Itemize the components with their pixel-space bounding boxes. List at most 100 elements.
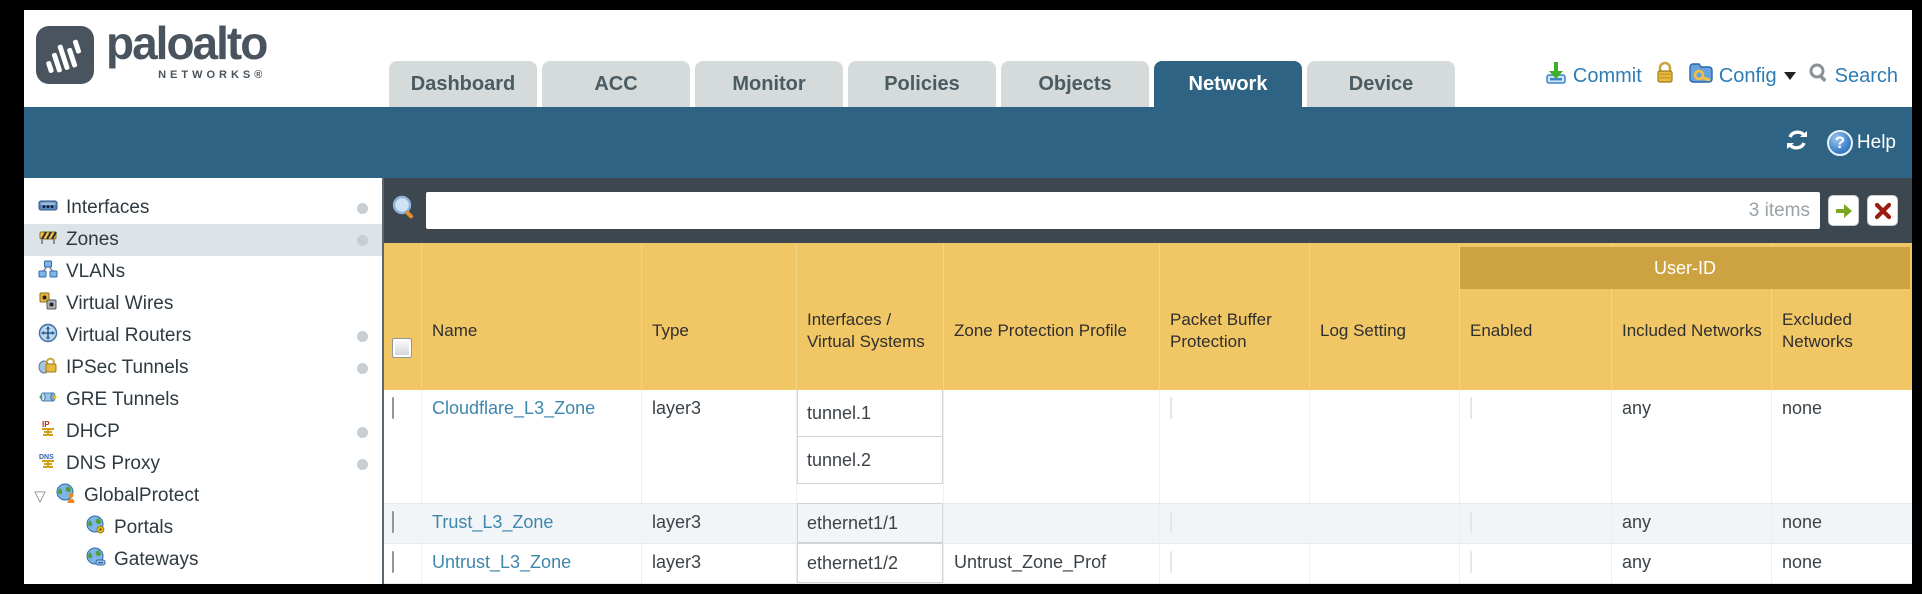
sidebar-item-vlans[interactable]: VLANs [24, 256, 382, 288]
tab-monitor[interactable]: Monitor [695, 61, 843, 107]
expander-icon[interactable]: ▽ [34, 488, 46, 505]
status-dot [357, 234, 368, 246]
commit-button[interactable]: Commit [1544, 61, 1642, 91]
globalprotect-icon [56, 483, 76, 509]
interface-cell: ethernet1/2 [797, 543, 943, 583]
sidebar-item-zones[interactable]: Zones [24, 224, 382, 256]
sidebar-item-ipsec-tunnels[interactable]: IPSec Tunnels [24, 352, 382, 384]
column-header-excluded-networks[interactable]: Excluded Networks [1782, 310, 1853, 351]
ipsec-tunnels-icon [38, 355, 58, 381]
log-setting [1310, 390, 1460, 503]
status-dot [357, 330, 368, 342]
sidebar-item-interfaces[interactable]: Interfaces [24, 192, 382, 224]
included-networks: any [1612, 390, 1772, 503]
help-icon: ? [1826, 129, 1853, 156]
column-header-name[interactable]: Name [422, 243, 642, 390]
svg-text:IP: IP [42, 420, 50, 429]
table-row: Untrust_L3_Zone layer3 ethernet1/2 Untru… [384, 543, 1912, 584]
zone-name-link[interactable]: Cloudflare_L3_Zone [432, 398, 596, 418]
items-count: 3 items [1748, 199, 1810, 221]
tab-policies[interactable]: Policies [848, 61, 996, 107]
lock-icon[interactable] [1654, 61, 1676, 91]
status-dot [357, 362, 368, 374]
search-icon [1808, 62, 1830, 90]
sidebar-item-virtual-wires[interactable]: Virtual Wires [24, 288, 382, 320]
status-dot [357, 202, 368, 214]
brand-name: paloalto [106, 17, 268, 69]
row-select-checkbox[interactable] [392, 397, 394, 419]
status-dot [357, 426, 368, 438]
commit-icon [1544, 61, 1568, 91]
apply-filter-button[interactable] [1828, 195, 1859, 226]
excluded-networks: none [1782, 398, 1823, 418]
tab-device[interactable]: Device [1307, 61, 1455, 107]
zone-type: layer3 [642, 544, 797, 583]
log-setting [1310, 544, 1460, 583]
zone-type: layer3 [642, 504, 797, 543]
sidebar-item-portals[interactable]: Portals [24, 512, 382, 544]
tab-acc[interactable]: ACC [542, 61, 690, 107]
zone-type: layer3 [642, 390, 797, 503]
filter-input[interactable] [426, 192, 1820, 229]
refresh-icon[interactable] [1783, 127, 1811, 159]
column-header-packet-buffer-protection[interactable]: Packet Buffer Protection [1160, 243, 1310, 390]
tab-dashboard[interactable]: Dashboard [389, 61, 537, 107]
paloalto-logo-icon [36, 26, 94, 84]
config-menu[interactable]: Config [1688, 61, 1796, 91]
included-networks: any [1612, 544, 1772, 583]
config-icon [1688, 61, 1714, 91]
clear-filter-button[interactable] [1867, 195, 1898, 226]
sidebar-item-dhcp[interactable]: IP DHCP [24, 416, 382, 448]
packet-buffer-protection-checkbox [1170, 551, 1172, 573]
sidebar-item-virtual-routers[interactable]: Virtual Routers [24, 320, 382, 352]
global-search[interactable]: Search [1808, 62, 1898, 90]
user-id-enabled-checkbox [1470, 397, 1472, 419]
zone-protection-profile [944, 390, 1160, 503]
filter-field: 3 items [426, 192, 1820, 229]
zone-name-link[interactable]: Trust_L3_Zone [432, 512, 554, 532]
user-id-group-header: User-ID [1460, 247, 1910, 289]
brand-subtitle: NETWORKS® [158, 69, 267, 81]
filter-bar: 3 items [384, 178, 1912, 243]
excluded-networks: none [1782, 552, 1823, 572]
column-header-log-setting[interactable]: Log Setting [1310, 243, 1460, 390]
virtual-routers-icon [38, 323, 58, 349]
select-all-checkbox[interactable] [392, 337, 412, 358]
config-caret-icon [1783, 72, 1796, 80]
sidebar-item-globalprotect[interactable]: ▽ GlobalProtect [24, 480, 382, 512]
tab-network[interactable]: Network [1154, 61, 1302, 107]
vlans-icon [38, 259, 58, 285]
log-setting [1310, 504, 1460, 543]
sidebar-item-gre-tunnels[interactable]: GRE Tunnels [24, 384, 382, 416]
utility-menu: Commit Config [1544, 61, 1898, 91]
column-header-interfaces[interactable]: Interfaces / Virtual Systems [797, 243, 944, 390]
column-header-zone-protection-profile[interactable]: Zone Protection Profile [944, 243, 1160, 390]
user-id-enabled-checkbox [1470, 551, 1472, 573]
zones-icon [38, 227, 58, 253]
column-header-included-networks[interactable]: Included Networks [1612, 243, 1772, 390]
interface-cell: ethernet1/1 [797, 503, 943, 543]
section-band: ? Help [24, 107, 1912, 178]
tab-objects[interactable]: Objects [1001, 61, 1149, 107]
sidebar-item-gateways[interactable]: Gateways [24, 544, 382, 576]
column-header-type[interactable]: Type [642, 243, 797, 390]
virtual-wires-icon [38, 291, 58, 317]
user-id-enabled-checkbox [1470, 511, 1472, 533]
zone-name-link[interactable]: Untrust_L3_Zone [432, 552, 572, 572]
sidebar-item-dns-proxy[interactable]: DNS DNS Proxy [24, 448, 382, 480]
user-id-column-group: User-ID Enabled Included Networks Exclud… [1460, 243, 1910, 390]
packet-buffer-protection-checkbox [1170, 511, 1172, 533]
row-select-checkbox[interactable] [392, 551, 394, 573]
dhcp-icon: IP [38, 419, 58, 445]
help-button[interactable]: ? Help [1826, 129, 1896, 156]
zone-protection-profile [944, 504, 1160, 543]
column-header-enabled[interactable]: Enabled [1460, 243, 1612, 390]
portals-icon [86, 515, 106, 541]
row-select-checkbox[interactable] [392, 511, 394, 533]
interface-cell: tunnel.2 [797, 436, 943, 484]
zones-panel: 3 items Name Type Interfaces / Virtual S… [384, 178, 1912, 584]
top-bar: paloalto NETWORKS® Dashboard ACC Monitor… [24, 10, 1912, 107]
svg-text:DNS: DNS [39, 454, 54, 461]
zones-table-header: Name Type Interfaces / Virtual Systems Z… [384, 243, 1912, 390]
